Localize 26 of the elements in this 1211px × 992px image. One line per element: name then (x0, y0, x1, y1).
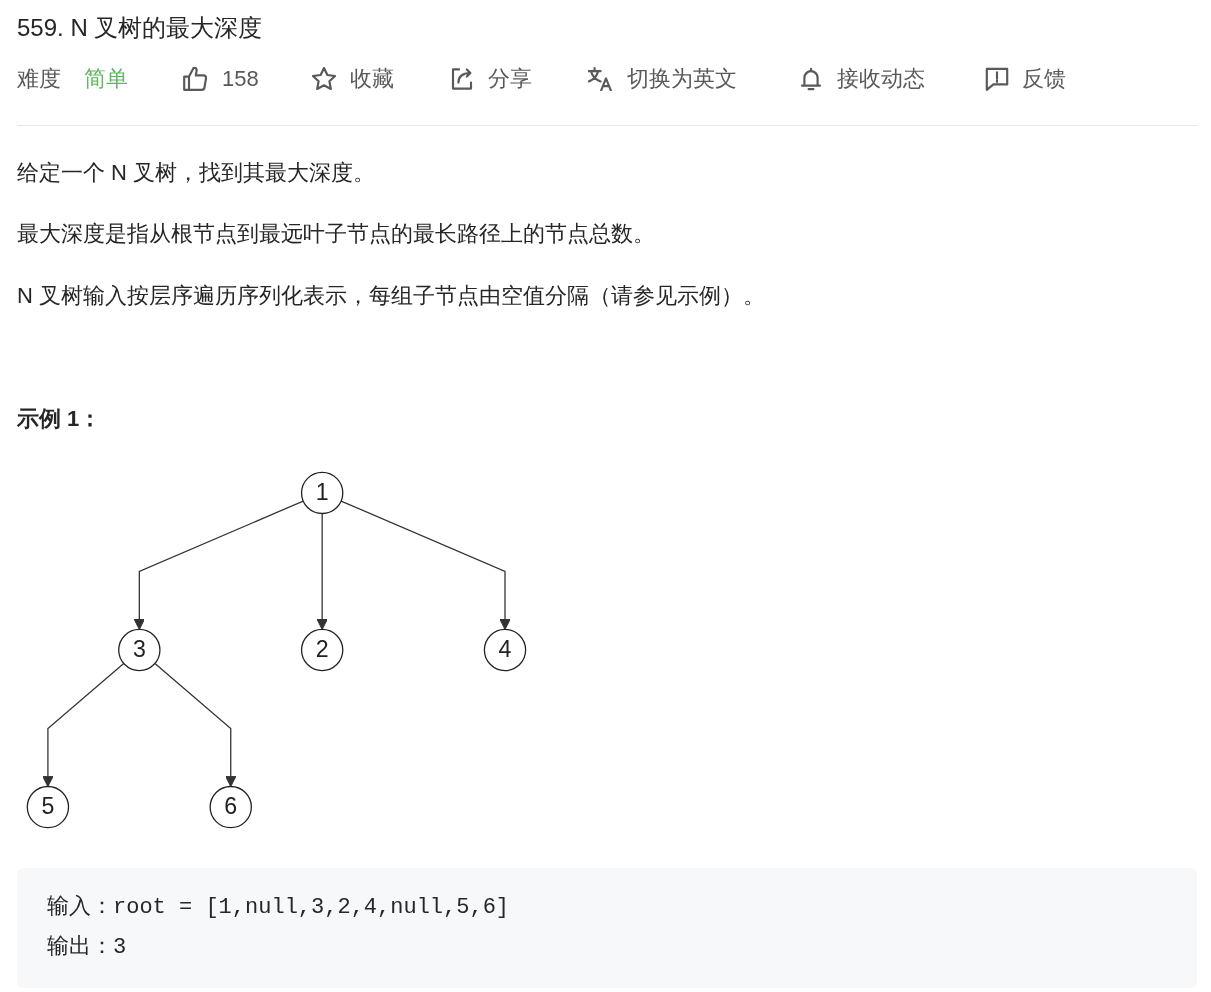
code-line: 输入：root = [1,null,3,2,4,null,5,6] (47, 894, 510, 922)
arrow (316, 512, 328, 630)
page-title: 559. N 叉树的最大深度 (17, 13, 263, 43)
description-text: 最大深度是指从根节点到最远叶子节点的最长路径上的节点总数。 (17, 220, 655, 248)
arrow (42, 662, 125, 787)
difficulty-label: 难度 (17, 65, 61, 93)
example-heading: 示例 1： (17, 405, 102, 433)
follow-label: 接收动态 (837, 65, 925, 93)
tree-node-circle: 1 (300, 471, 344, 515)
like-count: 158 (222, 65, 259, 93)
language-toggle-label: 切换为英文 (627, 65, 737, 93)
tree-node-circle: 2 (300, 628, 344, 672)
tree-node-circle: 6 (209, 785, 252, 829)
favorite-label: 收藏 (350, 65, 394, 93)
description-text: 给定一个 N 叉树，找到其最大深度。 (17, 159, 376, 187)
feedback-label: 反馈 (1022, 65, 1066, 93)
difficulty-level: 简单 (84, 65, 128, 93)
tree-node-circle: 4 (483, 628, 527, 672)
tree-node-circle: 5 (26, 785, 70, 829)
arrow (133, 500, 304, 630)
tree-node-circle: 3 (118, 628, 161, 672)
share-label: 分享 (488, 65, 532, 93)
arrow (154, 662, 237, 787)
arrow (340, 500, 511, 630)
code-line: 输出：3 (47, 934, 127, 962)
description-text: N 叉树输入按层序遍历序列化表示，每组子节点由空值分隔（请参见示例）。 (17, 282, 765, 310)
